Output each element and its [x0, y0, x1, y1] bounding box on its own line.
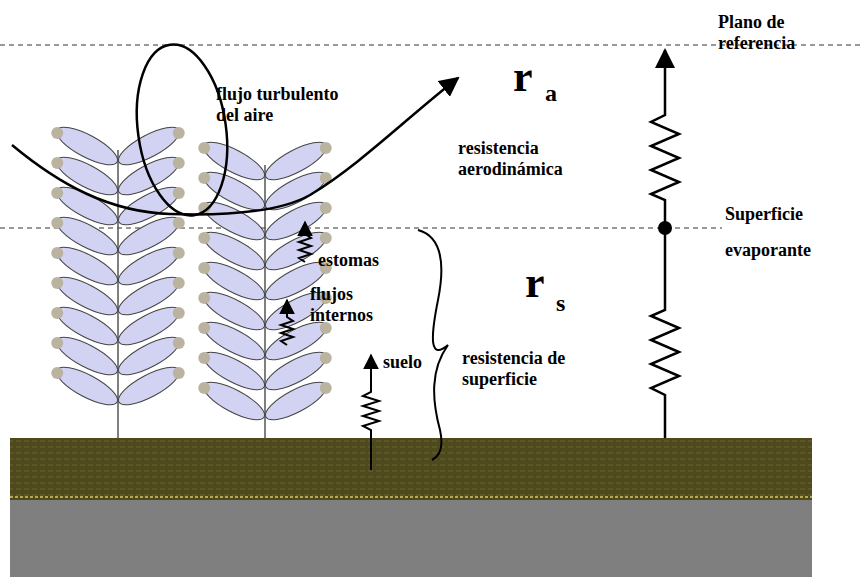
- leaf-tip: [51, 217, 63, 229]
- leaf-tip: [51, 127, 63, 139]
- leaf-tip: [198, 382, 210, 394]
- leaf-tip: [198, 352, 210, 364]
- internal-resistance: [281, 300, 293, 345]
- leaf: [52, 360, 123, 411]
- air-flow-arrow: [12, 78, 458, 214]
- leaf-tip: [198, 232, 210, 244]
- internal-flow-label: flujos internos: [310, 284, 400, 325]
- evaporating-surface-label: Superficie evaporante: [725, 196, 859, 268]
- leaf-tip: [320, 202, 332, 214]
- leaf-tip: [173, 277, 185, 289]
- leaf-tip: [320, 232, 332, 244]
- leaf: [199, 375, 270, 426]
- stomata-label: estomas: [318, 250, 408, 271]
- leaf-tip: [51, 307, 63, 319]
- leaf-tip: [173, 187, 185, 199]
- leaf-tip: [198, 322, 210, 334]
- leaf-tip: [173, 127, 185, 139]
- leaf-tip: [51, 157, 63, 169]
- stomata-resistance: [299, 222, 311, 262]
- leaf-tip: [51, 247, 63, 259]
- resistance-chain: [651, 50, 679, 438]
- soil-label: suelo: [383, 352, 453, 373]
- leaf-tip: [198, 172, 210, 184]
- aerodynamic-resistance-label: resistencia aerodinámica: [458, 138, 633, 179]
- surface-brace: [418, 230, 448, 460]
- turbulent-eddy: [126, 39, 237, 222]
- leaf-tip: [51, 277, 63, 289]
- leaf-tip: [51, 187, 63, 199]
- resistance-subscript: s: [556, 290, 586, 318]
- leaf-tip: [320, 142, 332, 154]
- surface-node-dot: [658, 221, 672, 235]
- air-flow-label: flujo turbulento del aire: [216, 84, 356, 125]
- leaf-tip: [173, 307, 185, 319]
- leaf-tip: [51, 367, 63, 379]
- leaf-tip: [173, 367, 185, 379]
- plant-stem: [117, 150, 119, 438]
- leaf-tip: [173, 217, 185, 229]
- leaf-tip: [198, 142, 210, 154]
- leaf-tip: [198, 262, 210, 274]
- leaf-tip: [320, 382, 332, 394]
- soil-edge: [10, 496, 812, 498]
- plant-canopy: [51, 120, 332, 438]
- soil-layer: [10, 438, 812, 500]
- soil-resistance: [363, 355, 379, 470]
- leaf-tip: [173, 157, 185, 169]
- leaf: [261, 375, 332, 426]
- leaf-tip: [173, 247, 185, 259]
- reference-plane-label: Plano de referencia: [718, 12, 858, 53]
- leaf-tip: [198, 292, 210, 304]
- subsoil-layer: [10, 500, 812, 577]
- leaf-tip: [320, 352, 332, 364]
- evaporating-surface: [0, 227, 722, 229]
- surface-resistance-label: resistencia de superficie: [462, 348, 627, 389]
- resistance-subscript: a: [545, 80, 575, 108]
- leaf: [114, 360, 185, 411]
- leaf-tip: [51, 337, 63, 349]
- leaf-tip: [173, 337, 185, 349]
